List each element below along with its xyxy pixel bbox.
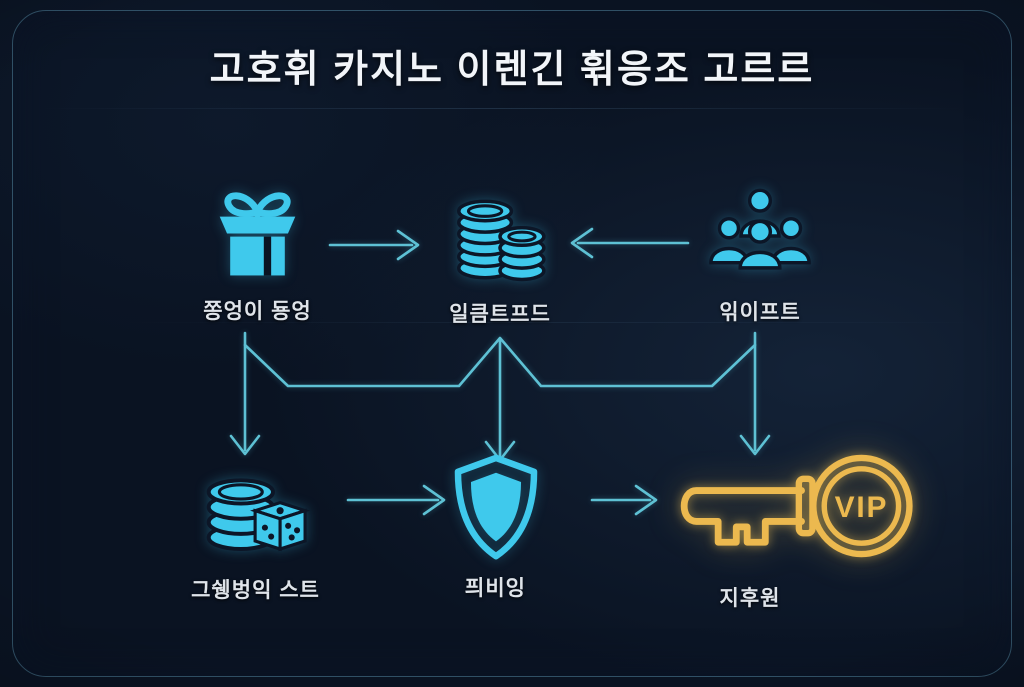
page-title: 고호휘 카지노 이렌긴 휚응조 고르르 bbox=[209, 49, 815, 91]
node-label: 쫑엉이 둉엉 bbox=[203, 300, 312, 323]
coin-stack-icon bbox=[457, 199, 546, 282]
node-people: 읶이프트 bbox=[682, 184, 838, 326]
shield-icon bbox=[454, 454, 537, 560]
vip-badge-text: VIP bbox=[834, 491, 888, 524]
people-group-icon bbox=[709, 188, 811, 270]
node-label: 그쉥벙익 스트 bbox=[191, 579, 320, 602]
node-coin-stack: 일큼트프드 bbox=[422, 176, 578, 328]
node-label: 픠비잉 bbox=[465, 577, 526, 600]
node-label: 읶이프트 bbox=[719, 301, 801, 324]
background-streak bbox=[40, 108, 964, 109]
node-label: 지후원 bbox=[719, 587, 781, 610]
vip-key-icon: VIP bbox=[680, 454, 913, 558]
node-shield: 픠비잉 bbox=[418, 452, 573, 602]
coins-dice-icon bbox=[206, 478, 310, 552]
node-vip-key: VIP 지후원 bbox=[658, 438, 926, 612]
node-gift: 쫑엉이 둉엉 bbox=[180, 182, 335, 325]
gift-icon bbox=[219, 192, 296, 276]
node-label: 일큼트프드 bbox=[449, 303, 551, 326]
node-coins-dice: 그쉥벙익 스트 bbox=[168, 450, 343, 604]
